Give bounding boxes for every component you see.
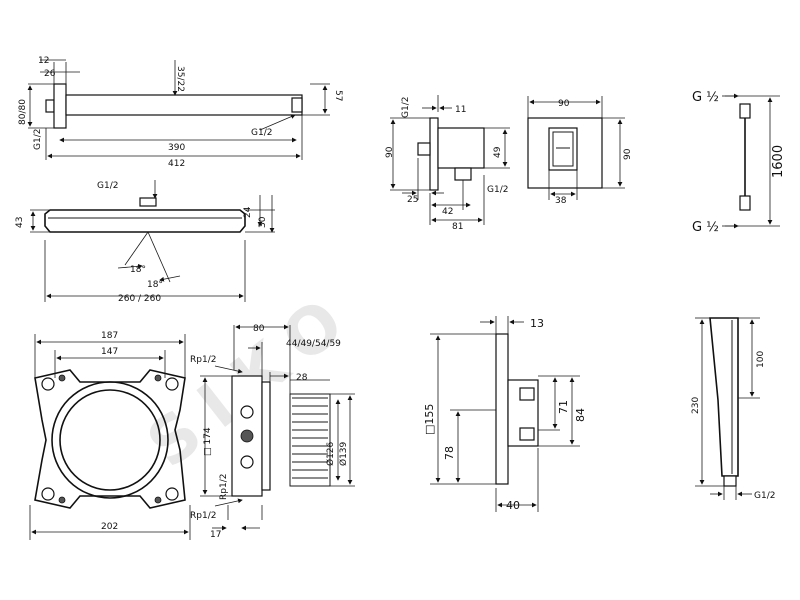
dim-label: G1/2 (251, 128, 272, 138)
dim-label: 12 (38, 56, 49, 66)
dim-label: 13 (530, 317, 544, 330)
dim-label: G1/2 (401, 97, 411, 118)
dim-label: 147 (101, 347, 118, 357)
dim-label: 57 (333, 90, 343, 101)
shower-arm-drawing: 12 26 35/22 80/80 G1/2 57 G1/2 390 412 (18, 56, 343, 169)
dim-label: 43 (15, 217, 25, 228)
dim-label: 24 (243, 206, 253, 218)
dim-label: 390 (168, 143, 185, 153)
dim-label: 1600 (771, 145, 786, 178)
mounting-plate-drawing: 187 147 202 (29, 331, 191, 540)
dim-label: 230 (691, 397, 701, 414)
dim-label: 17 (210, 530, 221, 540)
basic-set-drawing: 80 44/49/54/59 Rp1/2 28 □ 174 Ø126 Ø139 … (190, 324, 355, 540)
dim-label: Ø126 (325, 441, 336, 466)
dim-label: G1/2 (33, 129, 43, 150)
dim-label: 100 (756, 351, 766, 368)
dim-label: 187 (101, 331, 118, 341)
dim-label: 26 (44, 69, 56, 79)
dim-label: □ 174 (203, 427, 213, 456)
dim-label: Ø139 (338, 441, 349, 466)
dim-label: 28 (296, 373, 308, 383)
dim-label: Rp1/2 (190, 355, 216, 365)
dim-label: Rp1/2 (190, 511, 216, 521)
dim-label: 11 (455, 105, 466, 115)
dim-label: 38 (555, 196, 567, 206)
hose-drawing: G ½ 1600 G ½ (692, 90, 786, 235)
thread-pattern (292, 397, 328, 479)
thermostat-drawing: 13 □155 78 71 84 40 (423, 316, 587, 512)
dim-label: 42 (442, 207, 453, 217)
dim-label: 90 (623, 148, 633, 160)
dim-label: G1/2 (97, 181, 118, 191)
dim-label: 49 (493, 146, 503, 158)
dim-label: G ½ (692, 220, 719, 235)
dim-label: 202 (101, 522, 118, 532)
dim-label: 80 (253, 324, 265, 334)
wall-outlet-drawing: G1/2 11 90 49 G1/2 25 42 81 90 90 38 (385, 95, 633, 232)
dim-label: 90 (385, 146, 395, 158)
dim-label: G ½ (692, 90, 719, 105)
dim-label: Rp1/2 (219, 474, 229, 500)
dim-label: G1/2 (487, 185, 508, 195)
hand-shower-drawing: 100 230 G1/2 (691, 317, 775, 501)
dim-label: 30 (258, 216, 268, 228)
dim-label: 80/80 (18, 99, 28, 125)
dim-label: 71 (557, 400, 570, 414)
dim-label: 18° (147, 280, 163, 290)
overhead-shower-drawing: G1/2 43 24 30 18° 18° 260 / 260 (15, 180, 275, 304)
dim-label: 44/49/54/59 (286, 339, 341, 349)
dim-label: 78 (443, 446, 456, 460)
dim-label: 90 (558, 99, 570, 109)
dim-label: 260 / 260 (118, 294, 161, 304)
dim-label: 40 (506, 499, 520, 512)
dim-label: 81 (452, 222, 463, 232)
dim-label: 84 (574, 408, 587, 422)
dim-label: 412 (168, 159, 185, 169)
dim-label: 25 (407, 195, 418, 205)
dim-label: □155 (423, 404, 436, 435)
dim-label: G1/2 (754, 491, 775, 501)
dim-label: 18° (130, 265, 146, 275)
dim-label: 35/22 (175, 66, 185, 92)
